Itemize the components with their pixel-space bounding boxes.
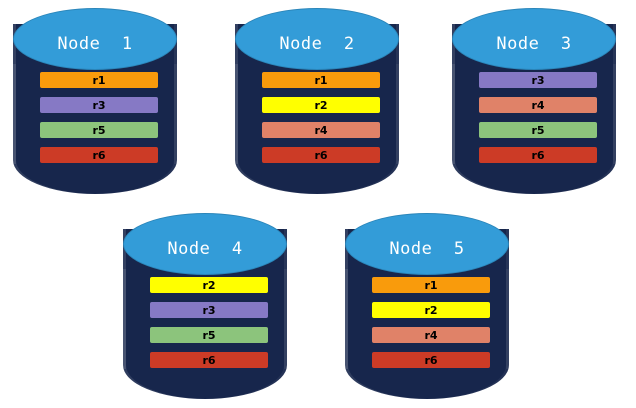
node-4-left-highlight bbox=[123, 229, 126, 369]
node-5-replica-r1[interactable]: r1 bbox=[372, 277, 490, 293]
node-3-replica-r4[interactable]: r4 bbox=[479, 97, 597, 113]
node-5-replica-r4[interactable]: r4 bbox=[372, 327, 490, 343]
node-3-replica-r3[interactable]: r3 bbox=[479, 72, 597, 88]
node-3-right-highlight bbox=[613, 24, 616, 164]
node-4-right-highlight bbox=[284, 229, 287, 369]
node-5-right-highlight bbox=[506, 229, 509, 369]
node-5[interactable]: Node 5 r1 r2 r4 r6 bbox=[345, 213, 509, 399]
node-4-top-disc bbox=[123, 213, 287, 275]
node-1-right-highlight bbox=[174, 24, 177, 164]
node-2-replica-r6[interactable]: r6 bbox=[262, 147, 380, 163]
node-4-replica-r3[interactable]: r3 bbox=[150, 302, 268, 318]
node-1-replica-r1[interactable]: r1 bbox=[40, 72, 158, 88]
node-4[interactable]: Node 4 r2 r3 r5 r6 bbox=[123, 213, 287, 399]
node-2-top-disc bbox=[235, 8, 399, 70]
node-1-replica-r6[interactable]: r6 bbox=[40, 147, 158, 163]
node-5-replica-r6[interactable]: r6 bbox=[372, 352, 490, 368]
node-3[interactable]: Node 3 r3 r4 r5 r6 bbox=[452, 8, 616, 194]
node-5-top-disc bbox=[345, 213, 509, 275]
node-3-replica-r6[interactable]: r6 bbox=[479, 147, 597, 163]
node-2-replica-r2[interactable]: r2 bbox=[262, 97, 380, 113]
node-2-replica-list: r1 r2 r4 r6 bbox=[262, 72, 380, 163]
node-5-replica-list: r1 r2 r4 r6 bbox=[372, 277, 490, 368]
node-1-replica-r5[interactable]: r5 bbox=[40, 122, 158, 138]
node-5-label: Node 5 bbox=[389, 239, 465, 259]
node-2-replica-r1[interactable]: r1 bbox=[262, 72, 380, 88]
node-4-replica-list: r2 r3 r5 r6 bbox=[150, 277, 268, 368]
node-2-replica-r4[interactable]: r4 bbox=[262, 122, 380, 138]
node-4-replica-r5[interactable]: r5 bbox=[150, 327, 268, 343]
node-2[interactable]: Node 2 r1 r2 r4 r6 bbox=[235, 8, 399, 194]
node-4-replica-r2[interactable]: r2 bbox=[150, 277, 268, 293]
node-1-replica-list: r1 r3 r5 r6 bbox=[40, 72, 158, 163]
node-2-right-highlight bbox=[396, 24, 399, 164]
node-2-label: Node 2 bbox=[279, 34, 355, 54]
node-3-label: Node 3 bbox=[496, 34, 572, 54]
node-1-left-highlight bbox=[13, 24, 16, 164]
node-2-left-highlight bbox=[235, 24, 238, 164]
node-1[interactable]: Node 1 r1 r3 r5 r6 bbox=[13, 8, 177, 194]
node-4-replica-r6[interactable]: r6 bbox=[150, 352, 268, 368]
node-1-label: Node 1 bbox=[57, 34, 133, 54]
node-3-replica-r5[interactable]: r5 bbox=[479, 122, 597, 138]
node-3-left-highlight bbox=[452, 24, 455, 164]
node-4-label: Node 4 bbox=[167, 239, 243, 259]
node-3-top-disc bbox=[452, 8, 616, 70]
node-5-replica-r2[interactable]: r2 bbox=[372, 302, 490, 318]
node-3-replica-list: r3 r4 r5 r6 bbox=[479, 72, 597, 163]
node-5-left-highlight bbox=[345, 229, 348, 369]
node-1-replica-r3[interactable]: r3 bbox=[40, 97, 158, 113]
node-1-top-disc bbox=[13, 8, 177, 70]
